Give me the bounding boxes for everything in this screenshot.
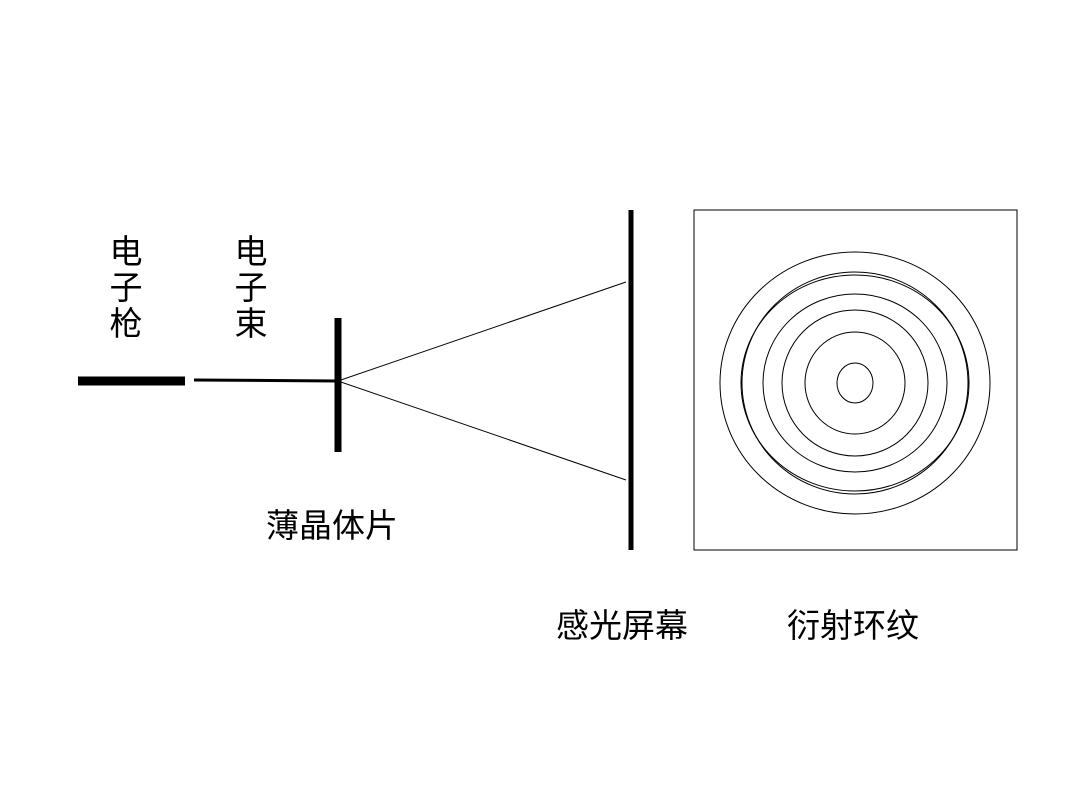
diffraction-ring [781, 309, 929, 457]
diffraction-ring [762, 293, 948, 473]
thin-crystal-label: 薄晶体片 [266, 506, 398, 545]
electron-gun-label: 电子枪 [109, 232, 143, 343]
diffraction-ring [804, 331, 906, 435]
diffraction-pattern-frame [693, 209, 1018, 551]
electron-beam-label: 电子束 [234, 232, 268, 343]
diffracted-ray-upper [337, 281, 627, 382]
diffraction-ring [741, 271, 969, 495]
diffraction-rings [719, 251, 991, 515]
photosensitive-screen-label: 感光屏幕 [556, 606, 688, 645]
diffraction-ring [836, 362, 874, 404]
diffraction-ring [740, 274, 970, 492]
diffraction-ring [719, 251, 991, 515]
electron-beam [193, 378, 339, 383]
diffracted-ray-lower [337, 380, 627, 481]
diffraction-rings-label: 衍射环纹 [787, 606, 919, 645]
